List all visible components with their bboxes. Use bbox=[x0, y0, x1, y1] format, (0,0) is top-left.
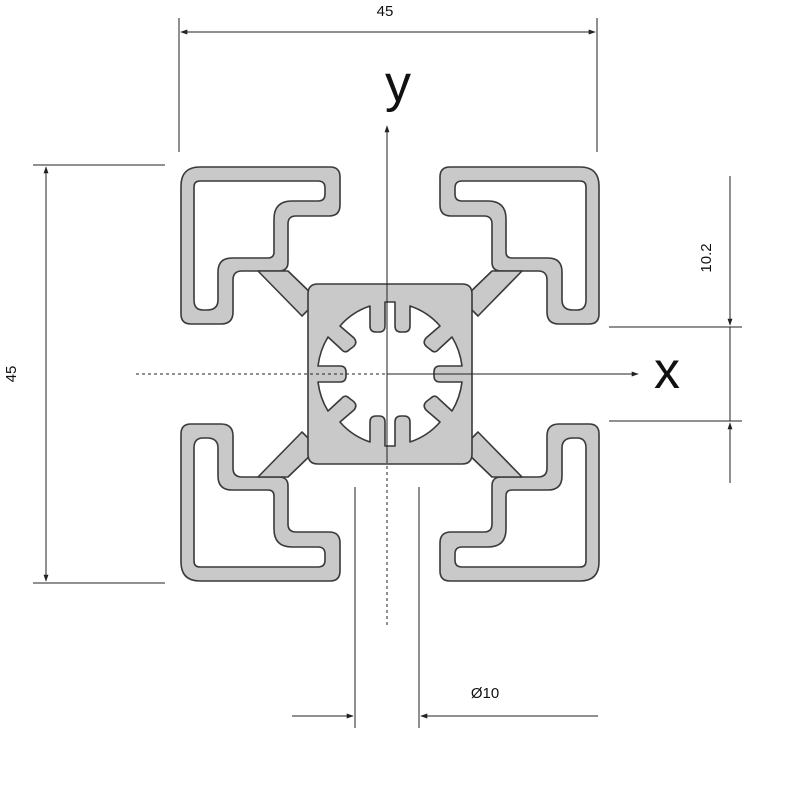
y-axis-label: y bbox=[385, 55, 411, 113]
profile-corner-top-left-cavity bbox=[193, 180, 326, 311]
profile-corner-bottom-right-cavity bbox=[454, 437, 587, 568]
height-dimension: 45 bbox=[3, 164, 165, 584]
profile-corner-bottom-left-cavity bbox=[193, 437, 326, 568]
slot-dimension-label: 10.2 bbox=[698, 243, 715, 272]
axes: y x bbox=[136, 55, 680, 625]
x-axis-label: x bbox=[654, 342, 680, 400]
bore-dimension: Ø10 bbox=[292, 487, 598, 728]
width-dimension-label: 45 bbox=[377, 3, 394, 20]
slot-dimension: 10.2 bbox=[609, 176, 742, 483]
height-dimension-label: 45 bbox=[3, 366, 20, 383]
width-dimension: 45 bbox=[178, 3, 598, 152]
bore-dimension-label: Ø10 bbox=[471, 685, 499, 702]
profile-corner-top-right-cavity bbox=[454, 180, 587, 311]
